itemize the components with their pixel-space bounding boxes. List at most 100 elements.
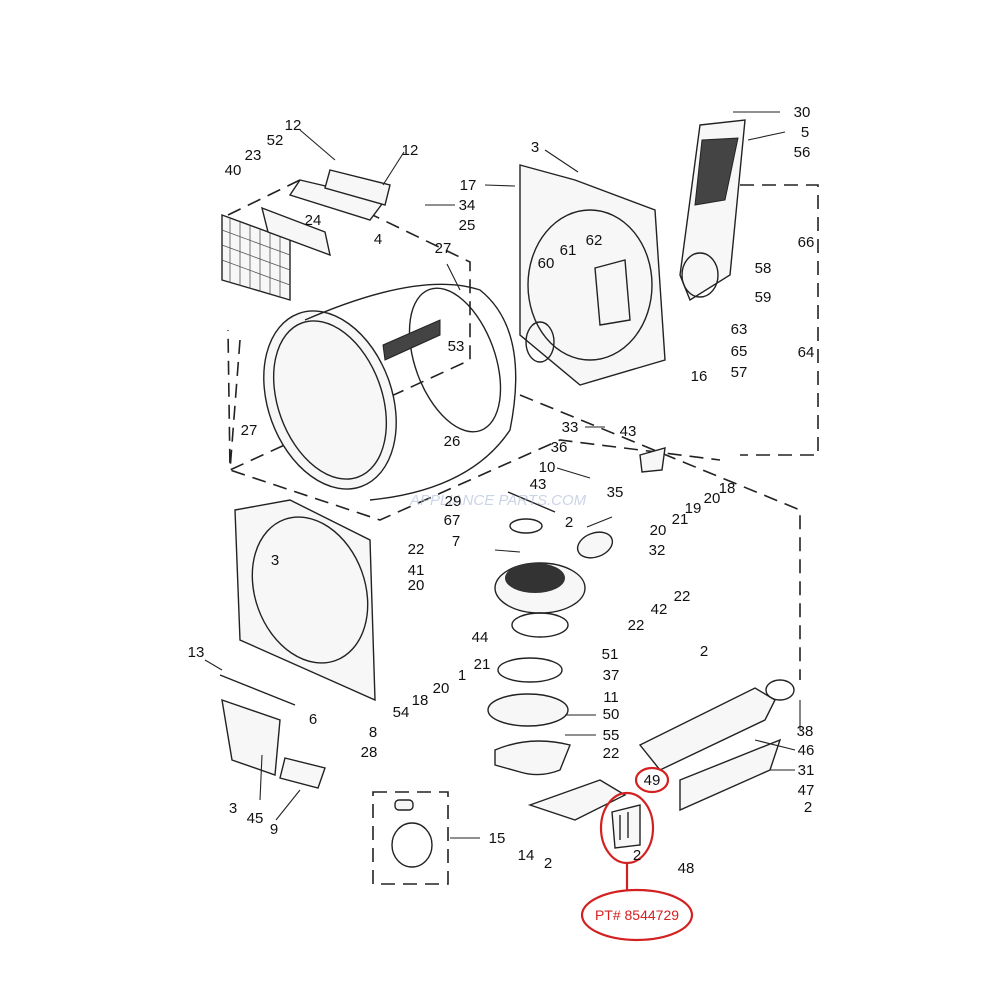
highlighted-part-49 [611, 804, 641, 849]
callout-28: 28 [361, 744, 378, 761]
callout-54: 54 [393, 704, 410, 721]
callout-65: 65 [731, 343, 748, 360]
motor-group-outline [519, 394, 801, 680]
callout-37: 37 [603, 667, 620, 684]
callout-7: 7 [452, 533, 460, 550]
callout-21b: 21 [474, 656, 491, 673]
callout-49: 49 [644, 772, 661, 789]
callout-59: 59 [755, 289, 772, 306]
callout-60: 60 [538, 255, 555, 272]
callout-62: 62 [586, 232, 603, 249]
watermark-text: APPLIANCE PARTS.COM [409, 492, 587, 509]
callout-11: 11 [603, 689, 619, 706]
callout-58: 58 [755, 260, 772, 277]
callout-22b: 22 [674, 588, 691, 605]
callout-55: 55 [603, 727, 620, 744]
callout-51: 51 [602, 646, 619, 663]
lint-screen-part [221, 213, 291, 301]
callout-10: 10 [539, 459, 556, 476]
callout-2d: 2 [544, 855, 552, 872]
kit-box-outline [372, 791, 449, 885]
callout-20b: 20 [650, 522, 667, 539]
heater-duct-parts [527, 679, 795, 821]
callout-3c: 3 [229, 800, 237, 817]
callout-56: 56 [794, 144, 811, 161]
callout-9: 9 [270, 821, 278, 838]
front-duct-parts [219, 674, 326, 789]
callout-4: 4 [374, 231, 382, 248]
callout-15: 15 [489, 830, 506, 847]
callout-6: 6 [309, 711, 317, 728]
callout-57: 57 [731, 364, 748, 381]
callout-35: 35 [607, 484, 624, 501]
callout-3b: 3 [271, 552, 279, 569]
callout-2c: 2 [804, 799, 812, 816]
callout-36: 36 [551, 439, 568, 456]
callout-22c: 22 [628, 617, 645, 634]
callout-12a: 12 [285, 117, 302, 134]
callout-8: 8 [369, 724, 377, 741]
callout-43a: 43 [620, 423, 637, 440]
callout-64: 64 [798, 344, 815, 361]
callout-2b: 2 [700, 643, 708, 660]
callout-23: 23 [245, 147, 262, 164]
callout-17: 17 [460, 177, 477, 194]
callout-16: 16 [691, 368, 708, 385]
callout-20a: 20 [704, 490, 721, 507]
callout-20d: 20 [433, 680, 450, 697]
callout-24: 24 [305, 212, 322, 229]
callout-33: 33 [562, 419, 579, 436]
top-vent-parts [260, 169, 391, 257]
front-bulkhead-part [234, 499, 376, 702]
callout-44: 44 [472, 629, 489, 646]
callout-14: 14 [518, 847, 535, 864]
part-number-label: PT# 8544729 [595, 907, 679, 923]
drum-group-outline [227, 179, 471, 472]
callout-12b: 12 [402, 142, 419, 159]
callout-50: 50 [603, 706, 620, 723]
callout-2e: 2 [633, 847, 641, 864]
callout-26: 26 [444, 433, 461, 450]
callout-53: 53 [448, 338, 465, 355]
callout-27b: 27 [241, 422, 258, 439]
lower-group-outline [229, 339, 721, 521]
callout-22d: 22 [603, 745, 620, 762]
rear-bulkhead-part [519, 164, 666, 386]
door-part [679, 119, 746, 302]
drum-part [263, 283, 517, 501]
callout-20c: 20 [408, 577, 425, 594]
callout-1: 1 [458, 667, 466, 684]
callout-22a: 22 [408, 541, 425, 558]
callout-52: 52 [267, 132, 284, 149]
callout-18b: 18 [412, 692, 429, 709]
callout-32: 32 [649, 542, 666, 559]
callout-67: 67 [444, 512, 461, 529]
callout-61: 61 [560, 242, 577, 259]
callout-47: 47 [798, 782, 815, 799]
callout-30: 30 [794, 104, 811, 121]
callout-40: 40 [225, 162, 242, 179]
callout-31: 31 [798, 762, 815, 779]
callout-49-highlight-circle [634, 766, 670, 794]
callout-41: 41 [408, 562, 425, 579]
callout-25: 25 [459, 217, 476, 234]
door-group-outline [740, 184, 819, 456]
callout-27a: 27 [435, 240, 452, 257]
callout-34: 34 [459, 197, 476, 214]
callout-66: 66 [798, 234, 815, 251]
callout-42: 42 [651, 601, 668, 618]
blower-motor-parts [487, 447, 666, 776]
callout-2a: 2 [565, 514, 573, 531]
belt-kit-part [391, 799, 433, 868]
callout-63: 63 [731, 321, 748, 338]
callout-43b: 43 [530, 476, 547, 493]
callout-46: 46 [798, 742, 815, 759]
callout-48: 48 [678, 860, 695, 877]
callout-19: 19 [685, 500, 702, 517]
callout-5: 5 [801, 124, 809, 141]
callout-45: 45 [247, 810, 264, 827]
leader-lines [204, 111, 801, 839]
callout-38: 38 [797, 723, 814, 740]
